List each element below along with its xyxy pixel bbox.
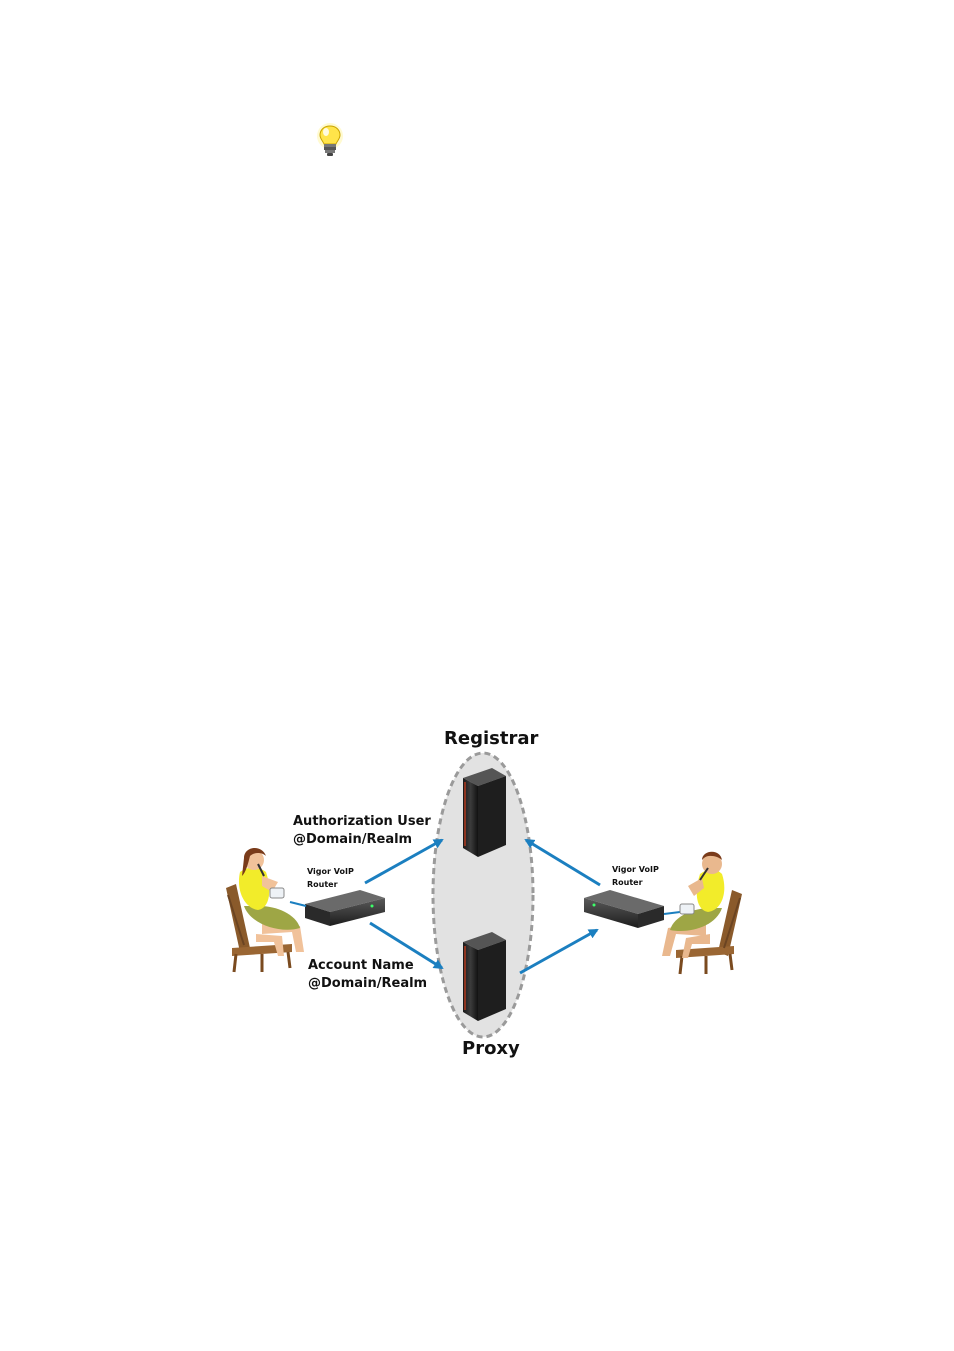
proxy-server-icon [463, 932, 506, 1021]
left-caller-icon [226, 847, 304, 973]
registrar-label: Registrar [444, 728, 539, 749]
left-router-line2: Router [307, 880, 338, 889]
proxy-label: Proxy [462, 1038, 520, 1059]
server-cloud [431, 751, 535, 1039]
right-router-label: Vigor VoIP Router [612, 863, 659, 889]
authorization-user-line1: Authorization User [293, 814, 431, 829]
right-router-line1: Vigor VoIP [612, 865, 659, 874]
left-router-icon [289, 890, 385, 926]
right-router-icon [584, 890, 681, 928]
right-router-line2: Router [612, 878, 643, 887]
account-name-label: Account Name @Domain/Realm [308, 957, 427, 993]
registrar-server-icon [463, 768, 506, 857]
authorization-user-line2: @Domain/Realm [293, 832, 413, 847]
left-router-label: Vigor VoIP Router [307, 865, 354, 891]
authorization-user-label: Authorization User @Domain/Realm [293, 813, 431, 849]
arrow-proxy-to-right-router [519, 928, 599, 975]
lightbulb-icon [312, 121, 348, 161]
arrow-left-router-to-registrar [364, 838, 444, 885]
arrow-left-router-to-proxy [369, 921, 444, 970]
right-caller-icon [662, 851, 742, 975]
left-router-line1: Vigor VoIP [307, 867, 354, 876]
account-name-line2: @Domain/Realm [308, 976, 428, 991]
arrow-right-router-to-registrar [524, 838, 601, 887]
account-name-line1: Account Name [308, 958, 414, 973]
